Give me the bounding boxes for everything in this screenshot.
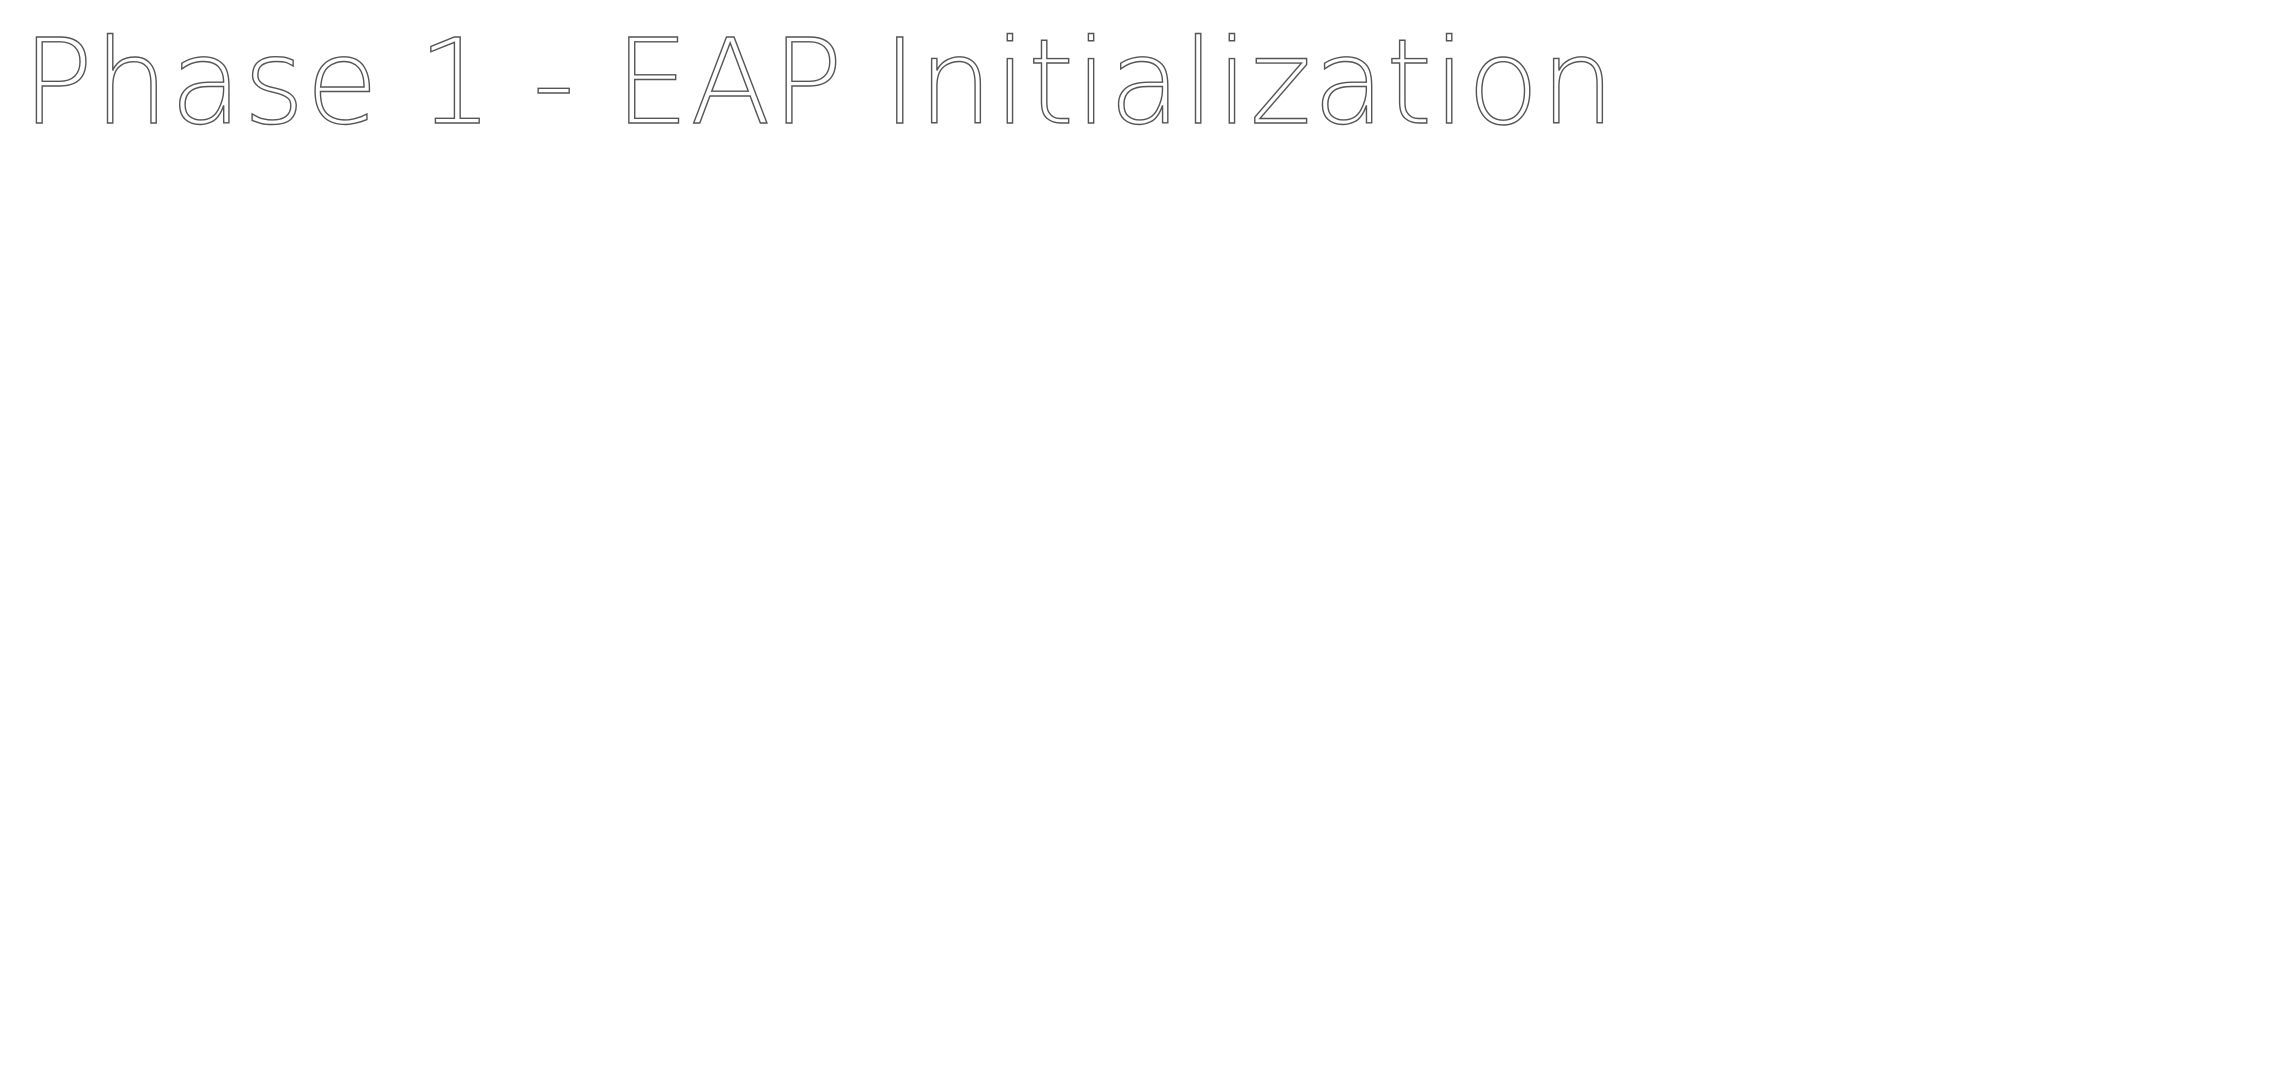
slide-title: Phase 1 - EAP Initialization: [21, 13, 1617, 151]
